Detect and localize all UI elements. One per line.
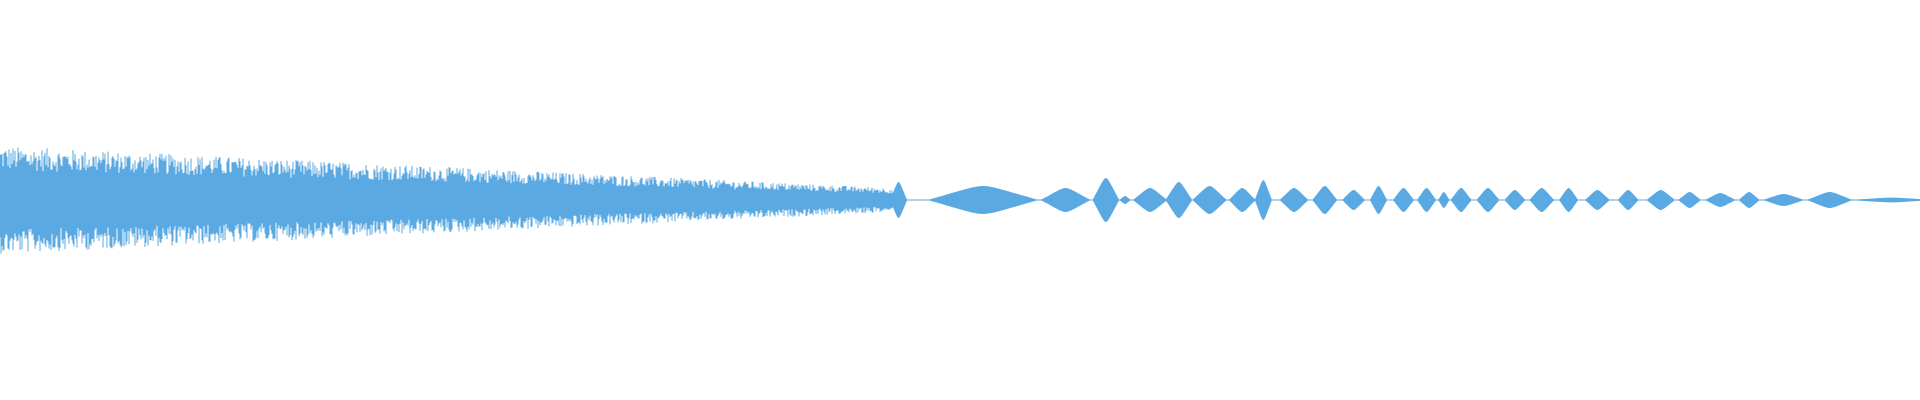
waveform-blob <box>1438 192 1450 208</box>
waveform-dense-segment <box>0 147 893 254</box>
waveform-blob <box>1806 192 1853 208</box>
waveform-blob <box>1192 186 1227 214</box>
waveform-blob <box>1704 193 1736 207</box>
waveform-blob <box>927 186 1039 214</box>
waveform-blob <box>1092 178 1120 222</box>
waveform-blob <box>1559 188 1579 212</box>
waveform-blobs <box>889 178 1920 222</box>
waveform-blob <box>1617 190 1639 210</box>
waveform-blob <box>1584 190 1610 210</box>
waveform-blob <box>1342 190 1366 210</box>
waveform-blob <box>1254 180 1272 220</box>
waveform-blob <box>1369 186 1388 214</box>
waveform-blob <box>1132 188 1168 212</box>
waveform-blob <box>1529 188 1555 212</box>
waveform-blob <box>1450 188 1472 212</box>
waveform-blob <box>889 182 908 218</box>
waveform-blob <box>1119 196 1131 204</box>
waveform-blob <box>1646 190 1676 210</box>
waveform-blob <box>1848 197 1920 203</box>
waveform-blob <box>1040 188 1091 212</box>
waveform-blob <box>1762 194 1805 206</box>
waveform-blob <box>1738 192 1760 208</box>
waveform-blob <box>1392 188 1415 212</box>
waveform-blob <box>1165 182 1193 218</box>
waveform-blob <box>1312 186 1338 214</box>
waveform-blob <box>1476 188 1500 212</box>
waveform-blob <box>1504 190 1526 210</box>
waveform-blob <box>1228 188 1256 212</box>
waveform-blob <box>1416 188 1437 212</box>
waveform-blob <box>1279 188 1309 212</box>
waveform-blob <box>1678 192 1702 208</box>
